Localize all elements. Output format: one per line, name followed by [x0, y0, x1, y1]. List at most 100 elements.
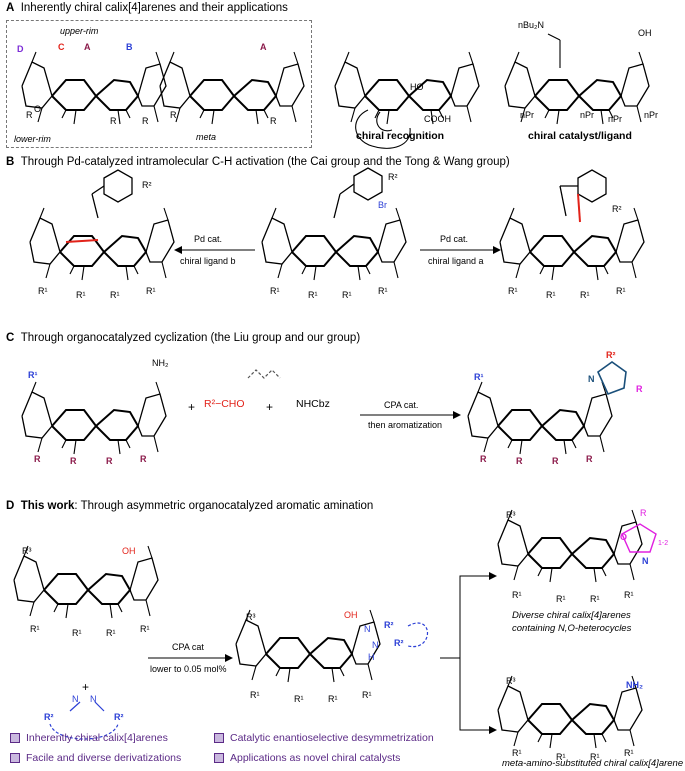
panel-c-header: C Through organocatalyzed cyclization (t… — [6, 332, 360, 344]
calixarene-structure-d1 — [13, 545, 159, 619]
b3-r1-label-1: R¹ — [508, 286, 518, 296]
d3-o-label: O — [620, 532, 628, 542]
c1-r1-label: R¹ — [28, 370, 38, 380]
d2-n-label-2: N — [372, 640, 379, 650]
b1-r2-label: R² — [142, 180, 152, 190]
panel-c-letter: C — [6, 332, 15, 344]
bullet-item: Applications as novel chiral catalysts — [214, 752, 400, 764]
b3-r1-label-4: R¹ — [616, 286, 626, 296]
chiral-ligand-a-label: chiral ligand a — [428, 256, 484, 266]
d4-r1-label-2: R¹ — [556, 752, 566, 762]
bullet-square-icon — [214, 753, 224, 763]
c2-r-label-4: R — [586, 454, 593, 464]
b1-r1-label-4: R¹ — [146, 286, 156, 296]
b2-br-label: Br — [378, 200, 387, 210]
c2-r1-label: R¹ — [474, 372, 484, 382]
a1-r-label-1: R — [26, 110, 33, 120]
d3-r1-label-2: R¹ — [556, 594, 566, 604]
d3-r3-label: R³ — [506, 510, 516, 520]
a1-r-label-3: R — [142, 116, 149, 126]
cpa-cat-c-label: CPA cat. — [384, 400, 419, 410]
meta-label: meta — [196, 132, 217, 142]
panel-a-title: Inherently chiral calix[4]arenes and the… — [20, 2, 288, 14]
b2-r1-label-2: R¹ — [308, 290, 318, 300]
d1-r1-label-3: R¹ — [106, 628, 116, 638]
panel-b-title: Through Pd-catalyzed intramolecular C-H … — [20, 156, 510, 168]
panel-d-title-bold: This work — [20, 500, 75, 512]
b2-r2-label: R² — [388, 172, 398, 182]
chiral-ligand-b-label: chiral ligand b — [180, 256, 236, 266]
b3-r1-label-2: R¹ — [546, 290, 556, 300]
d3-r1-label-1: R¹ — [512, 590, 522, 600]
a2-r-label-1: R — [170, 110, 177, 120]
d2-r2-label-2: R² — [394, 638, 404, 648]
d1-r1-label-2: R¹ — [72, 628, 82, 638]
calixarene-structure-d2 — [235, 609, 381, 683]
d2-r1-label-4: R¹ — [362, 690, 372, 700]
bullet-square-icon — [10, 753, 20, 763]
chiral-catalyst-label: chiral catalyst/ligand — [528, 130, 632, 142]
panel-b-letter: B — [6, 156, 15, 168]
a4-npr-label-1: nPr — [520, 110, 535, 120]
d-plus-sign: + — [82, 680, 90, 694]
b1-r1-label-2: R¹ — [76, 290, 86, 300]
c1-r-label-3: R — [106, 456, 113, 466]
a4-npr-label-2: nPr — [580, 110, 595, 120]
d-azo-r2-label-2: R² — [114, 712, 124, 722]
b1-r1-label-1: R¹ — [38, 286, 48, 296]
pd-cat-left-label: Pd cat. — [194, 234, 223, 244]
c1-nh2-label: NH₂ — [152, 358, 169, 368]
d2-n-label-1: N — [364, 624, 371, 634]
a4-npr-label-4: nPr — [644, 110, 659, 120]
bullet-item: Catalytic enantioselective desymmetrizat… — [214, 732, 434, 744]
product2-caption: meta-amino-substituted chiral calix[4]ar… — [502, 758, 684, 769]
calixarene-structure-b3 — [499, 207, 645, 281]
bullet-item: Facile and diverse derivatizations — [10, 752, 181, 764]
position-a-label: A — [84, 42, 91, 52]
d3-r1-label-3: R¹ — [590, 594, 600, 604]
aldehyde-label: R²−CHO — [204, 398, 245, 410]
d2-h-label: H — [368, 652, 375, 662]
d2-r1-label-1: R¹ — [250, 690, 260, 700]
plus-sign-2: + — [266, 400, 274, 414]
d2-r2-label-1: R² — [384, 620, 394, 630]
a1-r-label-2: R — [110, 116, 117, 126]
calixarene-structure-c1 — [21, 381, 167, 455]
upper-rim-label: upper-rim — [60, 26, 99, 36]
panel-a-dashed-box — [6, 20, 312, 148]
product1-caption-line2: containing N,O-heterocycles — [512, 623, 632, 634]
d3-n-label: N — [642, 556, 649, 566]
d4-nh2-label: NH₂ — [626, 680, 643, 690]
calixarene-structure-a3 — [334, 51, 480, 125]
position-a-meta-label: A — [260, 42, 267, 52]
panel-a-header: A Inherently chiral calix[4]arenes and t… — [6, 2, 288, 14]
a3-cooh-label: COOH — [424, 114, 451, 124]
b2-r1-label-1: R¹ — [270, 286, 280, 296]
a4-oh-label: OH — [638, 28, 652, 38]
bullet-square-icon — [214, 733, 224, 743]
d1-r1-label-1: R¹ — [30, 624, 40, 634]
c2-r-label-1: R — [480, 454, 487, 464]
cpa-cat-d-label: CPA cat — [172, 642, 204, 652]
c2-r-label-2: R — [516, 456, 523, 466]
position-b-label: B — [126, 42, 133, 52]
d3-r-label: R — [640, 508, 647, 518]
product1-caption-line1: Diverse chiral calix[4]arenes — [512, 610, 631, 621]
d2-r1-label-2: R¹ — [294, 694, 304, 704]
calixarene-structure-d4 — [497, 675, 643, 749]
d3-r1-label-4: R¹ — [624, 590, 634, 600]
panel-c-title: Through organocatalyzed cyclization (the… — [20, 332, 361, 344]
nhcbz-label: NHCbz — [296, 398, 330, 410]
catalyst-loading-label: lower to 0.05 mol% — [150, 664, 227, 674]
c1-r-label-4: R — [140, 454, 147, 464]
bullet-item: Inherently chiral calix[4]arenes — [10, 732, 168, 744]
d4-r1-label-4: R¹ — [624, 748, 634, 758]
a4-npr-label-3: nPr — [608, 114, 623, 124]
b1-r1-label-3: R¹ — [110, 290, 120, 300]
c1-r-label-1: R — [34, 454, 41, 464]
d3-ring-size-label: 1-2 — [658, 540, 669, 547]
a2-r-label-2: R — [270, 116, 277, 126]
b3-r1-label-3: R¹ — [580, 290, 590, 300]
d4-r1-label-1: R¹ — [512, 748, 522, 758]
